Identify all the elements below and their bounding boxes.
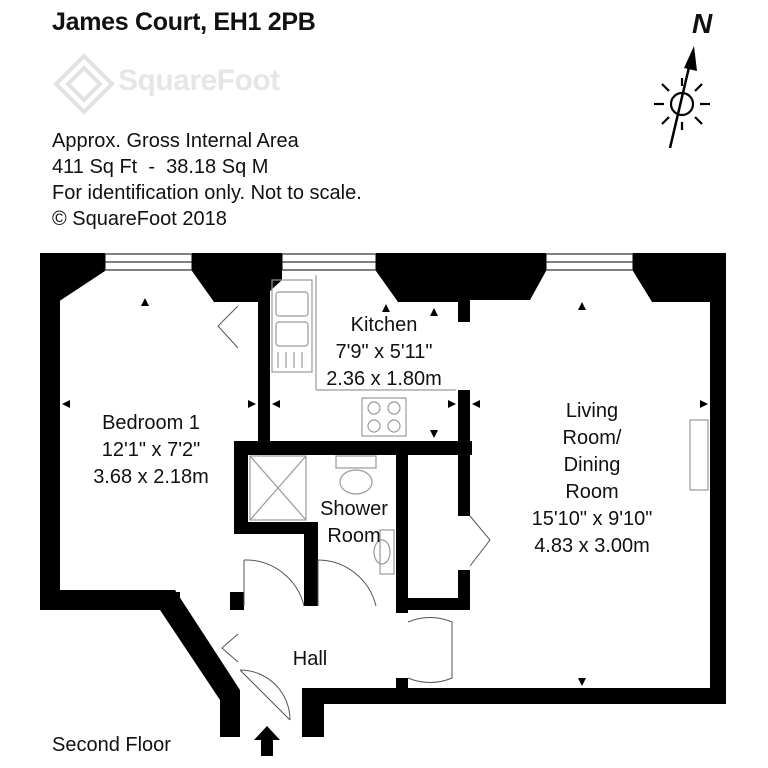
room-label-bedroom: Bedroom 1 12'1" x 7'2" 3.68 x 2.18m <box>93 410 209 491</box>
room-label-shower: Shower Room <box>320 496 388 550</box>
room-label-living: Living Room/ Dining Room 15'10" x 9'10" … <box>532 398 653 560</box>
room-dimensions-imperial: 12'1" x 7'2" <box>101 439 201 461</box>
compass-north-label: N <box>692 8 713 39</box>
room-name: Shower <box>320 498 388 520</box>
room-name: Room <box>565 481 619 503</box>
room-name: Hall <box>292 648 328 670</box>
room-name: Room <box>327 525 381 547</box>
radiator <box>689 419 709 491</box>
room-name: Bedroom 1 <box>102 412 200 434</box>
entrance-arrow-icon <box>254 726 280 756</box>
room-name: Dining <box>563 454 621 476</box>
windows <box>104 253 634 271</box>
room-name: Kitchen <box>350 314 418 336</box>
room-name: Living <box>565 400 619 422</box>
squarefoot-logo-icon <box>53 53 115 115</box>
area-info-line: For identification only. Not to scale. <box>52 182 362 204</box>
watermark-text: SquareFoot <box>118 64 280 97</box>
kitchen-fixtures <box>271 275 456 437</box>
doors <box>217 305 491 721</box>
room-dimensions-imperial: 7'9" x 5'11" <box>335 341 433 363</box>
bathroom-fixtures <box>249 455 395 575</box>
dimension-markers <box>62 298 708 686</box>
walls <box>40 253 726 737</box>
area-info: Approx. Gross Internal Area 411 Sq Ft - … <box>52 128 362 232</box>
floor-label: Second Floor <box>52 734 171 756</box>
page-title: James Court, EH1 2PB <box>52 8 316 36</box>
room-label-kitchen: Kitchen 7'9" x 5'11" 2.36 x 1.80m <box>326 312 442 393</box>
room-dimensions-metric: 3.68 x 2.18m <box>93 466 209 488</box>
compass-icon <box>654 46 710 149</box>
area-info-line: 411 Sq Ft - 38.18 Sq M <box>52 156 269 178</box>
room-dimensions-imperial: 15'10" x 9'10" <box>531 508 653 530</box>
area-info-line: Approx. Gross Internal Area <box>52 130 299 152</box>
room-name: Room/ <box>562 427 622 449</box>
area-info-line: © SquareFoot 2018 <box>52 208 227 230</box>
room-label-hall: Hall <box>293 646 327 673</box>
room-dimensions-metric: 2.36 x 1.80m <box>326 368 442 390</box>
room-dimensions-metric: 4.83 x 3.00m <box>534 535 650 557</box>
